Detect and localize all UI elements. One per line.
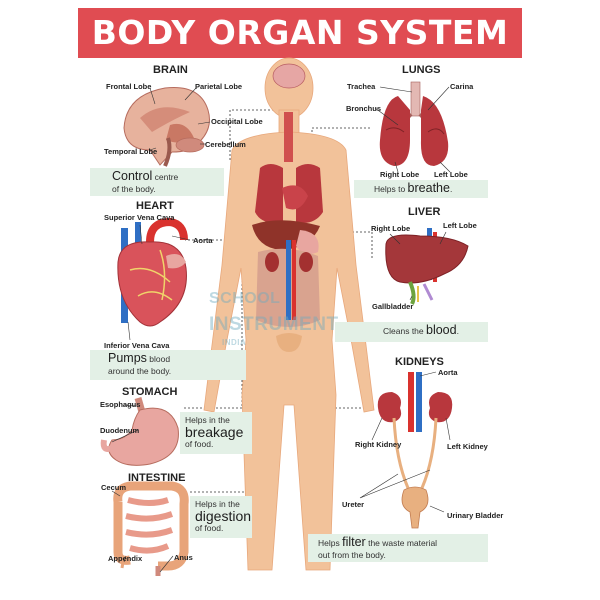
heart-svc-label: Superior Vena Cava (104, 213, 175, 222)
lungs-carina-label: Carina (450, 82, 474, 91)
lungs-illustration (379, 81, 449, 166)
body-organs (252, 63, 323, 352)
brain-parietal-label: Parietal Lobe (195, 82, 243, 91)
heart-caption: Pumps blood around the body. (90, 350, 246, 380)
lungs-caption-key: breathe (407, 181, 450, 195)
watermark-line1: SCHOOL (209, 290, 281, 307)
brain-caption: Control centre of the body. (90, 168, 224, 196)
lungs-bronchus-label: Bronchus (346, 104, 382, 113)
watermark-line2: INSTRUMENT (209, 314, 339, 335)
intestine-cecum-label: Cecum (101, 483, 127, 492)
stomach-illustration (100, 397, 179, 466)
kidneys-aorta-label: Aorta (438, 368, 458, 377)
liver-caption: Cleans the blood. (335, 322, 488, 342)
intestine-appendix-label: Appendix (108, 554, 143, 563)
label-pointer-lines (111, 86, 451, 573)
intestine-heading: INTESTINE (128, 472, 186, 484)
title-banner: BODY ORGAN SYSTEM (78, 8, 522, 58)
brain-heading: BRAIN (153, 64, 188, 76)
liver-caption-key: blood (426, 323, 457, 337)
kidneys-bladder-label: Urinary Bladder (447, 511, 504, 520)
watermark-line3: INDIA (222, 338, 247, 347)
stomach-caption: Helps in the breakage of food. (180, 412, 252, 454)
liver-illustration (385, 228, 469, 305)
stomach-caption-key: breakage (185, 424, 244, 440)
heart-illustration (117, 217, 188, 327)
liver-left-lobe-label: Left Lobe (443, 221, 477, 230)
kidneys-heading: KIDNEYS (395, 356, 444, 368)
brain-caption-key: Control (112, 169, 153, 183)
stomach-heading: STOMACH (122, 386, 178, 398)
intestine-anus-label: Anus (174, 553, 193, 562)
heart-ivc-label: Inferior Vena Cava (104, 341, 170, 350)
liver-gallbladder-label: Gallbladder (372, 302, 414, 311)
heart-caption-key: Pumps (108, 351, 147, 365)
liver-heading: LIVER (408, 206, 441, 218)
heart-heading: HEART (136, 200, 174, 212)
poster-title: BODY ORGAN SYSTEM (91, 13, 509, 52)
kidneys-left-kidney-label: Left Kidney (447, 442, 488, 451)
kidneys-illustration (377, 372, 453, 529)
lungs-trachea-label: Trachea (347, 82, 376, 91)
brain-illustration (123, 86, 210, 167)
brain-cerebellum-label: Cerebellum (205, 140, 246, 149)
stomach-duodenum-label: Duodenum (100, 426, 140, 435)
liver-right-lobe-label: Right Lobe (371, 224, 411, 233)
brain-temporal-label: Temporal Lobe (104, 147, 158, 156)
kidneys-ureter-label: Ureter (342, 500, 365, 509)
heart-aorta-label: Aorta (193, 236, 213, 245)
kidneys-caption-key: filter (342, 535, 366, 549)
intestine-caption: Helps in the digestion of food. (190, 496, 252, 538)
brain-occipital-label: Occipital Lobe (211, 117, 263, 126)
lungs-right-lobe-label: Right Lobe (380, 170, 420, 179)
kidneys-right-kidney-label: Right Kidney (355, 440, 402, 449)
intestine-illustration (113, 481, 189, 576)
intestine-caption-key: digestion (195, 508, 252, 524)
kidneys-caption: Helps filter the waste material out from… (308, 534, 488, 562)
brain-frontal-label: Frontal Lobe (106, 82, 152, 91)
lungs-caption: Helps to breathe. (354, 180, 488, 198)
stomach-esophagus-label: Esophagus (100, 400, 141, 409)
lungs-left-lobe-label: Left Lobe (434, 170, 468, 179)
lungs-heading: LUNGS (402, 64, 441, 76)
